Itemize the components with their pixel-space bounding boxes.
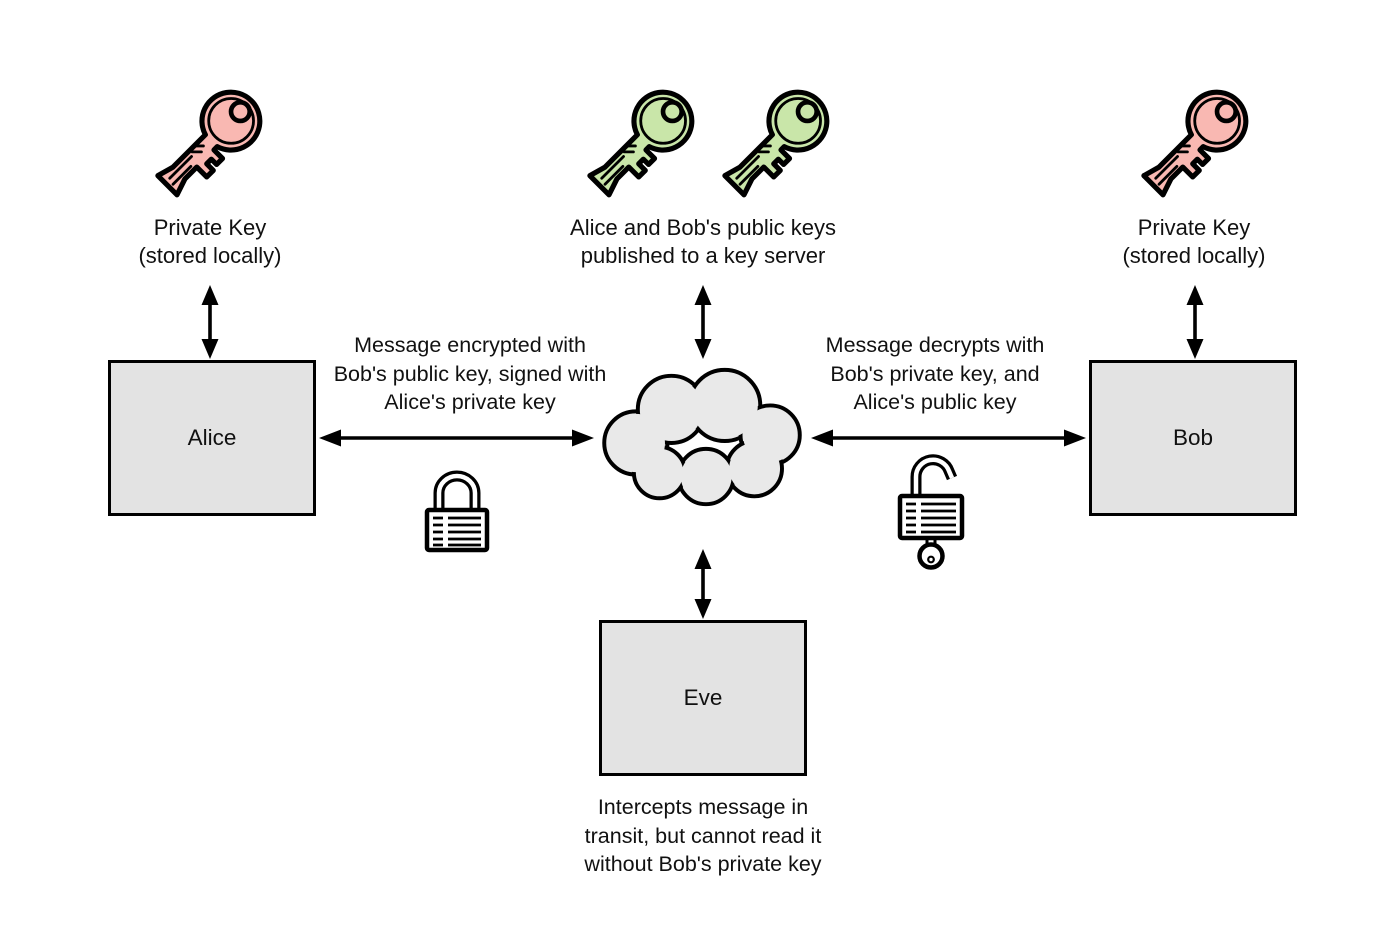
- note-line: Message decrypts with: [825, 333, 1045, 357]
- arrow-privatekey-alice: [196, 285, 224, 359]
- public-key-icon: [572, 72, 712, 212]
- alice-box: Alice: [108, 360, 316, 516]
- note-line: Bob's private key, and: [830, 361, 1040, 386]
- arrow-cloud-eve: [689, 549, 717, 619]
- private-key-icon: [1126, 72, 1266, 212]
- note-line: Alice's private key: [384, 390, 556, 414]
- bob-label: Bob: [1172, 425, 1214, 450]
- caption-line: (stored locally): [1122, 243, 1266, 268]
- note-line: without Bob's private key: [584, 852, 822, 876]
- caption-line: published to a key server: [580, 243, 826, 268]
- padlock-open-icon: [897, 454, 965, 570]
- network-cloud-icon: [602, 367, 802, 507]
- note-line: transit, but cannot read it: [584, 823, 822, 848]
- private-key-icon: [140, 72, 280, 212]
- caption-line: (stored locally): [138, 243, 282, 268]
- padlock-closed-icon: [424, 470, 490, 553]
- caption-line: Private Key: [153, 215, 267, 240]
- arrow-privatekey-bob: [1181, 285, 1209, 359]
- eve-label: Eve: [683, 685, 723, 710]
- decryption-note: Message decrypts with Bob's private key,…: [765, 331, 1105, 417]
- arrow-alice-cloud: [318, 424, 595, 452]
- bob-box: Bob: [1089, 360, 1297, 516]
- arrow-keyserver-cloud: [689, 285, 717, 359]
- caption-line: Alice and Bob's public keys: [570, 215, 836, 240]
- caption-line: Private Key: [1137, 215, 1251, 240]
- eve-box: Eve: [599, 620, 807, 776]
- bob-private-key-caption: Private Key (stored locally): [1044, 214, 1344, 270]
- key-server-caption: Alice and Bob's public keys published to…: [528, 214, 878, 270]
- note-line: Message encrypted with: [354, 333, 586, 357]
- note-line: Bob's public key, signed with: [333, 361, 607, 386]
- public-key-icon: [707, 72, 847, 212]
- alice-label: Alice: [187, 425, 237, 450]
- note-line: Intercepts message in: [597, 795, 809, 819]
- eve-note: Intercepts message in transit, but canno…: [528, 793, 878, 879]
- encryption-note: Message encrypted with Bob's public key,…: [300, 331, 640, 417]
- alice-private-key-caption: Private Key (stored locally): [60, 214, 360, 270]
- note-line: Alice's public key: [853, 390, 1017, 414]
